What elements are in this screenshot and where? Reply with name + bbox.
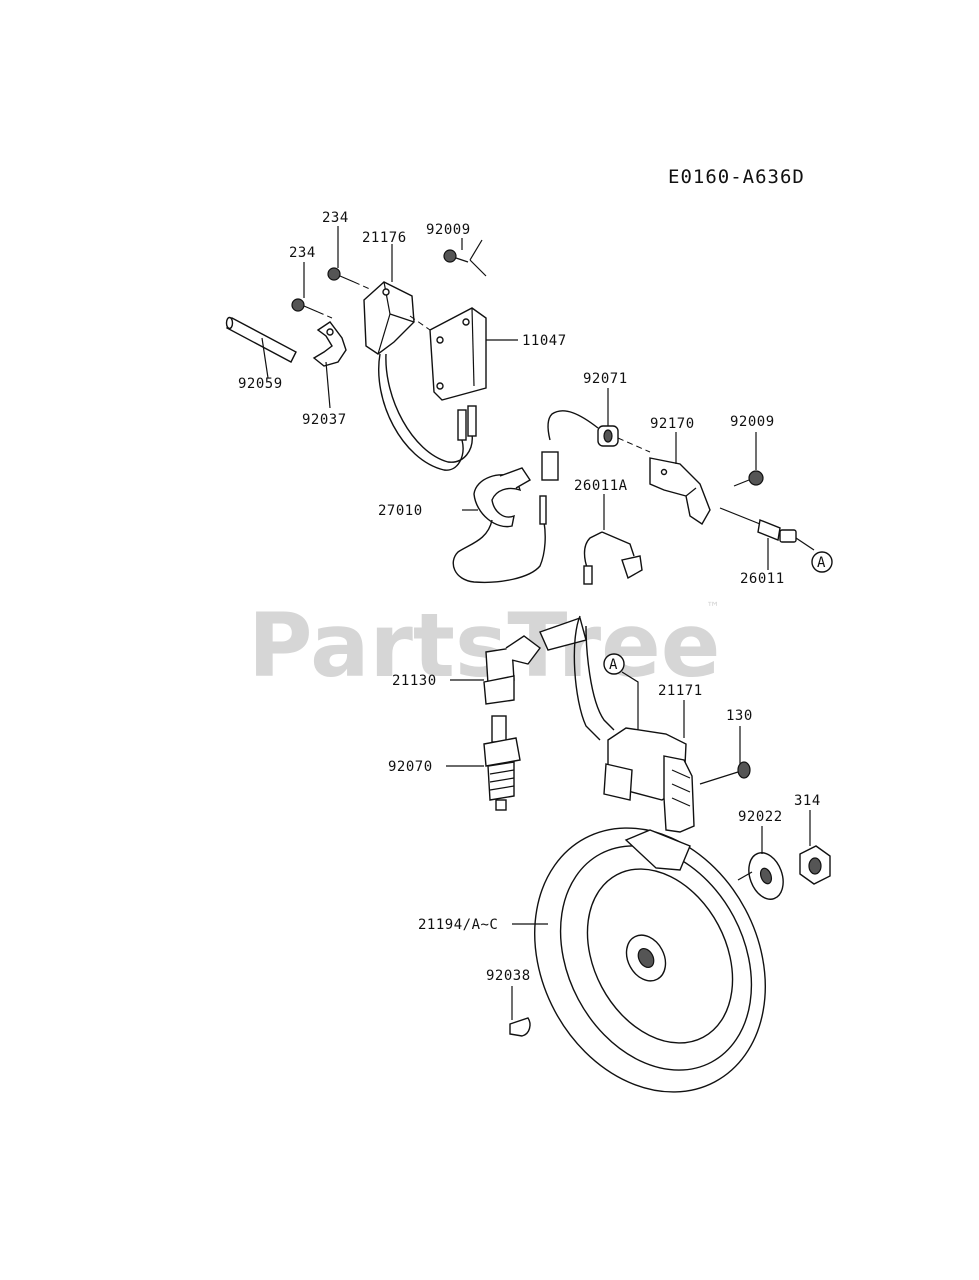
label-11047[interactable]: 11047 <box>522 333 567 349</box>
label-92071[interactable]: 92071 <box>583 371 628 387</box>
diagram-code: E0160-A636D <box>668 166 805 188</box>
label-92037[interactable]: 92037 <box>302 412 347 428</box>
part-92037-clip[interactable] <box>312 321 347 367</box>
part-92070-spark-plug[interactable] <box>483 715 521 811</box>
part-92038-key[interactable] <box>509 1017 531 1037</box>
part-130-bolt[interactable] <box>699 761 751 785</box>
label-92022[interactable]: 92022 <box>738 809 783 825</box>
part-26011-lead[interactable] <box>719 507 815 551</box>
watermark-trademark: ™ <box>706 600 720 616</box>
label-92170[interactable]: 92170 <box>650 416 695 432</box>
part-21194-flywheel[interactable] <box>490 787 810 1132</box>
label-92009-upper[interactable]: 92009 <box>426 222 471 238</box>
part-92071-grommet[interactable] <box>541 410 651 481</box>
part-234-bolt-upper[interactable] <box>327 267 373 291</box>
label-234-lower[interactable]: 234 <box>289 245 316 261</box>
watermark: PartsTree ™ <box>248 594 720 697</box>
part-92022-washer[interactable] <box>743 848 789 904</box>
label-130[interactable]: 130 <box>726 708 753 724</box>
label-21194[interactable]: 21194/A~C <box>418 917 498 933</box>
label-27010[interactable]: 27010 <box>378 503 423 519</box>
reference-marker-a-right-label: A <box>817 555 826 571</box>
part-27010-pickup[interactable] <box>452 467 547 584</box>
label-314[interactable]: 314 <box>794 793 821 809</box>
reference-marker-a-right: A <box>811 551 833 573</box>
label-26011A[interactable]: 26011A <box>574 478 628 494</box>
watermark-text: PartsTree <box>248 594 720 697</box>
label-234-upper[interactable]: 234 <box>322 210 349 226</box>
part-234-bolt-lower[interactable] <box>291 298 333 319</box>
label-21171[interactable]: 21171 <box>658 683 703 699</box>
part-92170-plate[interactable] <box>649 457 711 525</box>
label-92070[interactable]: 92070 <box>388 759 433 775</box>
leader-lines <box>261 226 811 1020</box>
part-92009-bolt-right[interactable] <box>733 470 764 487</box>
part-11047-bracket[interactable] <box>409 307 487 401</box>
part-26011A-lead[interactable] <box>583 531 643 585</box>
label-92038[interactable]: 92038 <box>486 968 531 984</box>
part-21176-module[interactable] <box>363 281 477 471</box>
part-92059-rod[interactable] <box>225 316 297 363</box>
part-labels: 234 234 21176 92009 11047 92059 92037 92… <box>238 210 821 984</box>
label-92009-right[interactable]: 92009 <box>730 414 775 430</box>
part-314-nut[interactable] <box>799 845 831 885</box>
part-92009-bolt-upper[interactable] <box>443 239 487 277</box>
label-92059[interactable]: 92059 <box>238 376 283 392</box>
label-21130[interactable]: 21130 <box>392 673 437 689</box>
reference-marker-a-coil: A <box>603 653 625 675</box>
label-21176[interactable]: 21176 <box>362 230 407 246</box>
reference-marker-a-coil-label: A <box>609 657 618 673</box>
label-26011[interactable]: 26011 <box>740 571 785 587</box>
part-21171-ignition-coil[interactable] <box>573 615 695 833</box>
